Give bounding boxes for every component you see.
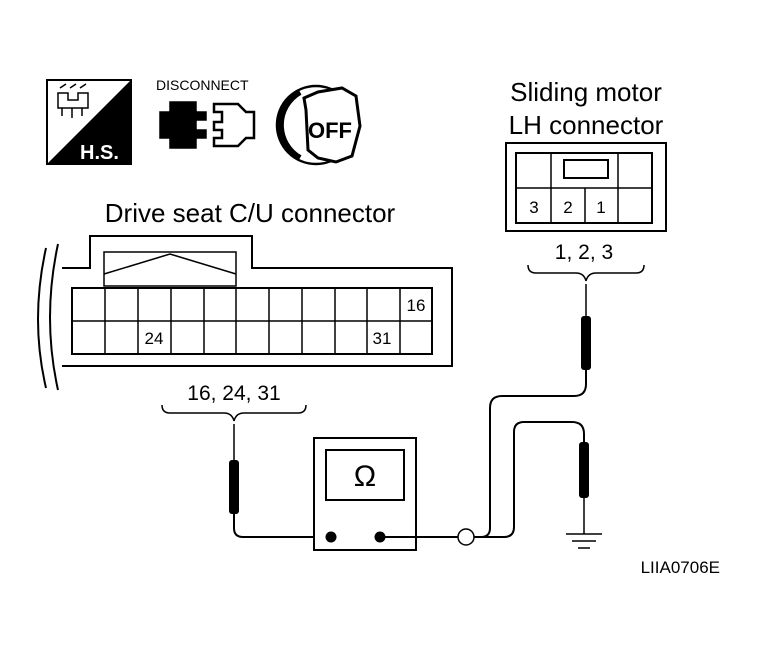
disconnect-label: DISCONNECT	[156, 77, 249, 93]
pin-label: 24	[145, 329, 164, 348]
ohmmeter: Ω	[313, 437, 458, 551]
brace	[527, 264, 645, 282]
drive-seat-connector: Drive seat C/U connector 16 24 31 16, 24…	[37, 198, 453, 422]
drive-seat-title: Drive seat C/U connector	[105, 198, 396, 228]
harness-connector-icon: H.S.	[46, 79, 132, 165]
drive-seat-probe-label: 16, 24, 31	[187, 382, 280, 405]
ground-icon	[566, 533, 602, 549]
harness-label: H.S.	[80, 142, 119, 164]
ohmmeter-icon: Ω	[354, 460, 376, 493]
sliding-motor-title-line2: LH connector	[509, 110, 664, 140]
ignition-off-icon: OFF	[275, 84, 362, 166]
test-probes	[229, 284, 602, 549]
sliding-motor-title-line1: Sliding motor	[510, 77, 662, 107]
ignition-off-label: OFF	[308, 118, 352, 143]
pin-label: 16	[407, 296, 426, 315]
figure-code: LIIA0706E	[641, 558, 720, 577]
pin-label: 1	[596, 198, 605, 217]
brace	[161, 404, 307, 422]
pin-label: 31	[373, 329, 392, 348]
sliding-motor-connector: Sliding motor LH connector 3 2 1 1, 2, 3	[505, 77, 667, 282]
pin-label: 2	[563, 198, 572, 217]
sliding-motor-probe-label: 1, 2, 3	[555, 241, 613, 264]
pin-label: 3	[529, 198, 538, 217]
disconnect-icon: DISCONNECT	[156, 77, 256, 149]
